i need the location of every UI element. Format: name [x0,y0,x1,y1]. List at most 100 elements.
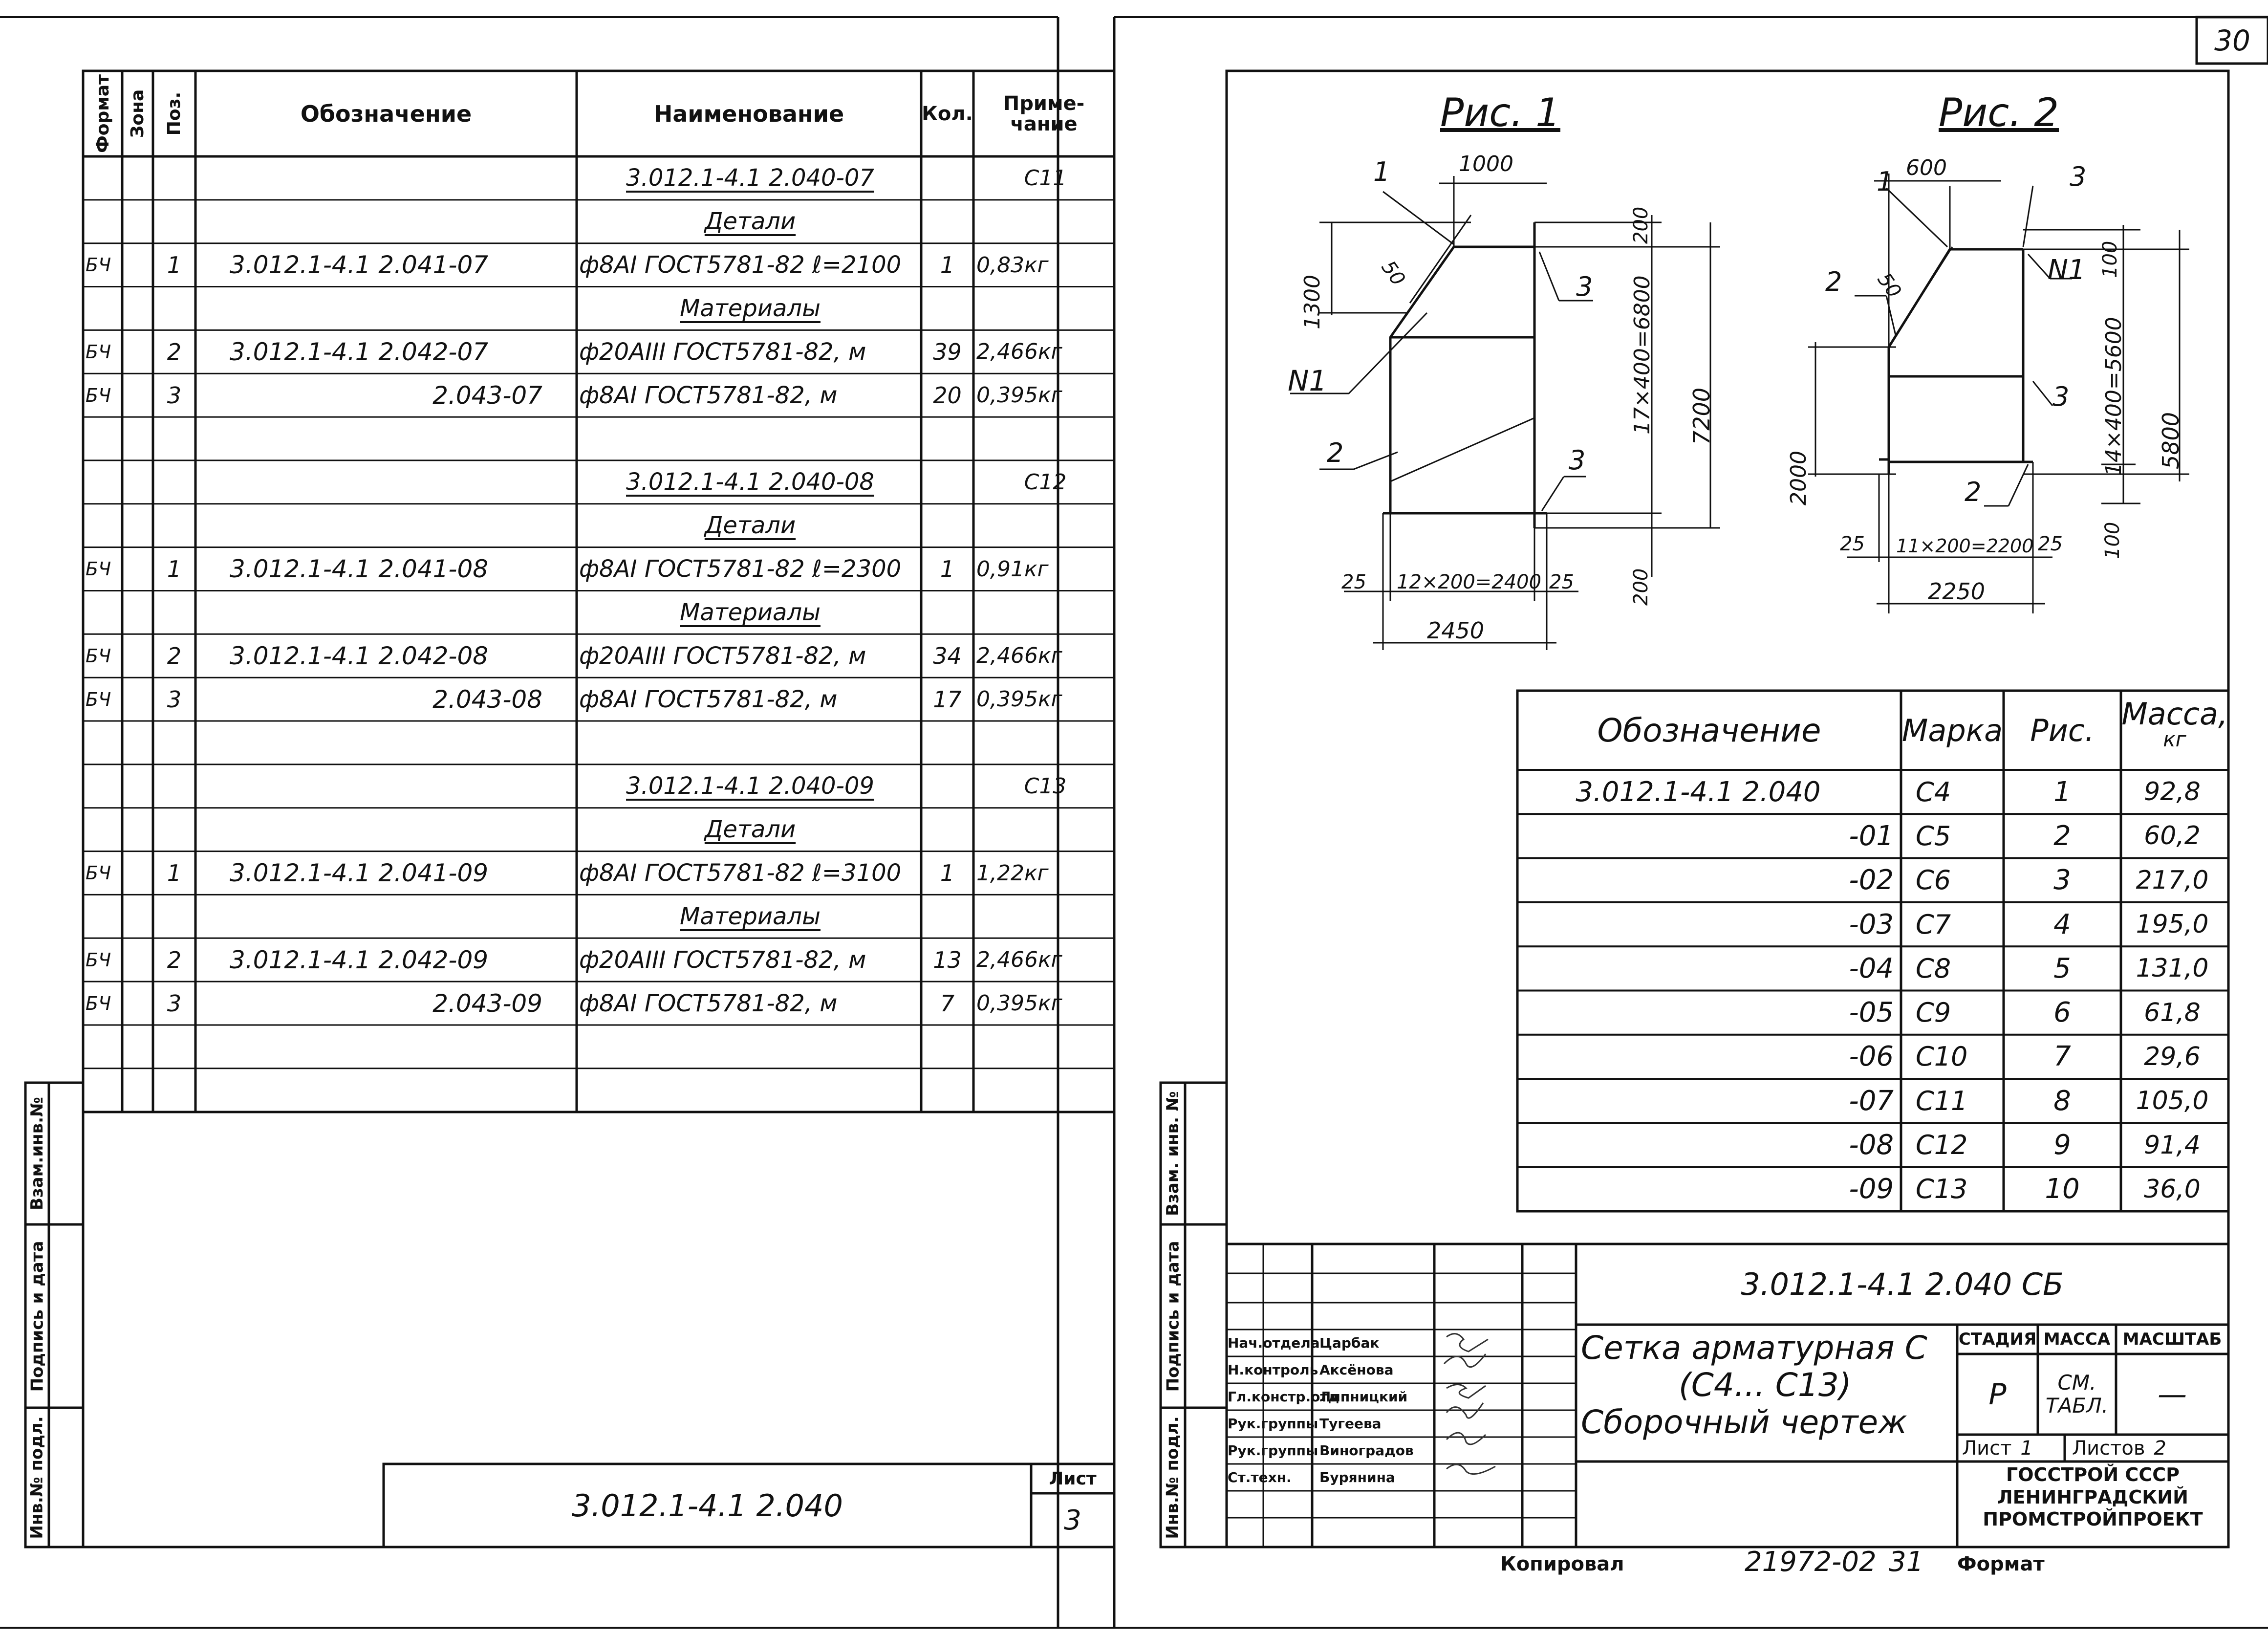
mark-row-figure: 2 [2053,820,2071,852]
label-position-3: 3 [2052,381,2070,412]
row-designation [230,156,572,200]
dimension-600: 600 [1906,155,1947,180]
row-quantity: 1 [940,860,955,887]
dimension-200-top: 200 [1630,206,1652,244]
row-name: 3.012.1-4.1 2.040-07 [626,164,874,192]
row-note: 0,395кг [976,383,1062,408]
mark-row-designation: -09 [1849,1173,1894,1205]
person-role: Н.контроль [1228,1362,1318,1378]
row-position: 2 [167,946,182,973]
row-note [976,1025,1114,1069]
row-quantity: 39 [933,338,962,365]
mark-row-mark: C13 [1916,1174,1968,1205]
row-designation: 3.012.1-4.1 2.042-07 [230,337,489,366]
row-quantity [921,1069,973,1112]
row-position: 3 [167,382,182,409]
person-name: Аксёнова [1319,1362,1394,1378]
dimension-25-left: 25 [1341,571,1366,593]
row-name [579,721,921,764]
header-format: Формат [92,74,113,153]
row-name [579,417,921,460]
row-name: ф20АIII ГОСТ5781-82, м [579,642,866,670]
title-block-mass-label: Масса [2043,1330,2111,1349]
mark-row-figure: 8 [2053,1085,2071,1117]
mark-row-designation: -07 [1849,1085,1894,1117]
row-position [153,287,195,330]
dimension-7200: 7200 [1688,387,1715,445]
dimension-2250: 2250 [1928,578,1986,605]
person-role: Ст.техн. [1228,1469,1292,1485]
mark-row-mark: C7 [1916,909,1951,940]
row-position [153,156,195,200]
row-position [153,808,195,851]
title-block-sheet: Лист 1 [1962,1437,2033,1460]
row-note: 2,466кг [976,947,1062,973]
row-note: C13 [1024,773,1067,799]
row-quantity [921,200,973,243]
person-name: Виноградов [1319,1442,1414,1459]
title-block-scale-label: Масштаб [2122,1330,2222,1349]
mark-row-designation: -01 [1849,820,1894,852]
row-note [976,504,1114,547]
side-label-replace-inv: Взам.инв.№ [27,1097,47,1210]
footer-order-page: 31 [1889,1546,1924,1578]
row-note [976,591,1114,634]
mark-row-mark: C10 [1916,1041,1968,1072]
row-name: ф8АI ГОСТ5781-82, м [579,381,838,409]
mark-row-figure: 10 [2045,1173,2080,1205]
person-name: Царбак [1319,1335,1380,1351]
title-block-sheets: Листов 2 [2072,1437,2166,1460]
dimension-200-bottom: 200 [1630,568,1652,606]
label-position-2: 2 [1965,477,1982,507]
mark-row-figure: 5 [2053,952,2071,984]
row-format [86,1025,122,1069]
dimension-2400: 12×200=2400 [1397,571,1542,593]
row-designation: 3.012.1-4.1 2.042-08 [230,641,489,670]
table-header-designation: Обозначение [1597,711,1821,749]
row-name: ф20АIII ГОСТ5781-82, м [579,946,866,974]
figure-1-title: Рис. 1 [1440,89,1560,135]
row-format: БЧ [86,384,111,406]
person-role: Гл.констр.отд [1228,1389,1339,1405]
row-position [153,460,195,504]
row-quantity: 1 [940,556,955,583]
row-format [86,1069,122,1112]
row-position [153,721,195,764]
row-position: 3 [167,686,182,713]
row-position: 1 [167,252,182,279]
row-name: ф8АI ГОСТ5781-82, м [579,989,838,1017]
row-designation: 3.012.1-4.1 2.041-07 [230,251,489,280]
row-designation [230,460,572,504]
row-format: БЧ [86,558,111,580]
row-quantity [921,504,973,547]
row-name: Материалы [680,902,821,930]
person-role: Рук.группы [1228,1442,1318,1459]
row-quantity: 17 [933,686,962,713]
row-name: 3.012.1-4.1 2.040-09 [626,772,874,800]
row-note [976,894,1114,938]
mark-row-mass: 61,8 [2144,998,2201,1027]
mark-row-mass: 29,6 [2144,1042,2201,1071]
row-format [86,764,122,808]
mark-row-figure: 3 [2053,864,2071,896]
mark-row-mark: C8 [1916,953,1951,984]
row-format [86,417,122,460]
row-name: ф8АI ГОСТ5781-82 ℓ=3100 [579,859,902,887]
row-quantity [921,287,973,330]
title-block-title: Сетка арматурная С (С4... С13) Сборочный… [1581,1329,1927,1441]
mark-row-figure: 7 [2053,1041,2071,1073]
mark-row-designation: -05 [1849,997,1894,1029]
row-designation [230,200,572,243]
dimension-25-right: 25 [2038,533,2063,555]
row-position [153,764,195,808]
title-block-organization: Госстрой СССР Ленинградский Промстройпро… [1983,1464,2203,1530]
dimension-100-bottom: 100 [2101,522,2124,559]
person-name: Бурянина [1319,1469,1395,1485]
row-quantity [921,591,973,634]
row-designation [230,1025,572,1069]
person-name: Тугеева [1319,1416,1382,1432]
dimension-25-left: 25 [1840,533,1865,555]
stamp-sheet-label: Лист [1049,1468,1097,1489]
row-designation: 3.012.1-4.1 2.041-08 [230,555,489,584]
